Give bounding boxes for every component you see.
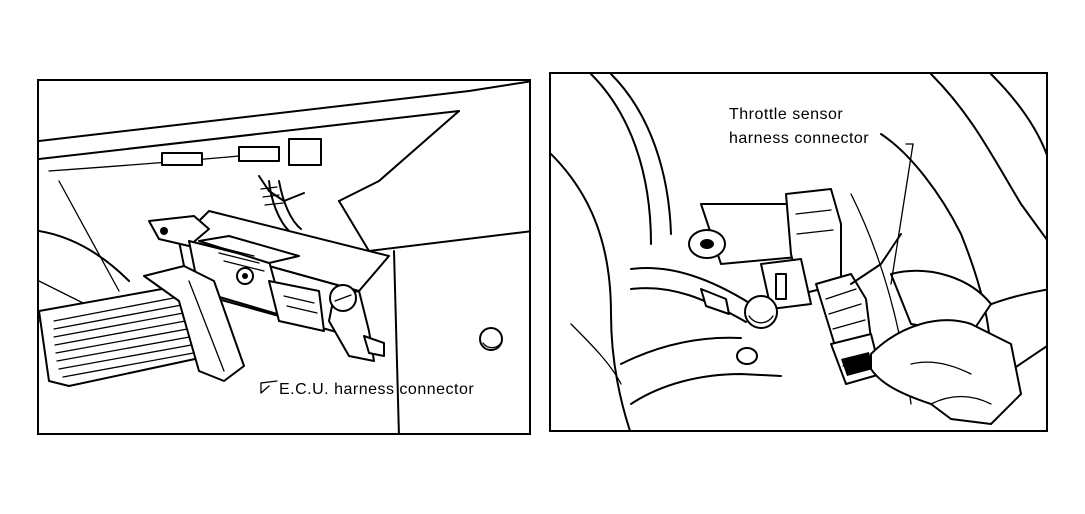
brake-pedal — [143, 265, 245, 382]
hose — [551, 153, 631, 430]
hand — [870, 319, 1022, 425]
throttle-sensor-connector-illustration-panel: Throttle sensor harness connector — [549, 72, 1048, 432]
dashboard-edge — [39, 81, 529, 142]
firewall-edge — [338, 200, 529, 252]
dashboard-lower-edge — [39, 110, 460, 160]
throttle-sensor-label-line1: Throttle sensor — [729, 106, 844, 123]
throttle-sensor-drawing — [551, 74, 1046, 430]
throttle-sensor-label-line2: harness connector — [729, 130, 870, 147]
ecu-harness-connector-label: E.C.U. harness connector — [279, 381, 475, 398]
ecu-connector-illustration-panel: E.C.U. harness connector — [37, 79, 531, 435]
bolt-head — [479, 327, 503, 351]
ecu-connector-drawing — [39, 81, 529, 433]
throttle-sensor-harness-connector — [815, 273, 872, 350]
